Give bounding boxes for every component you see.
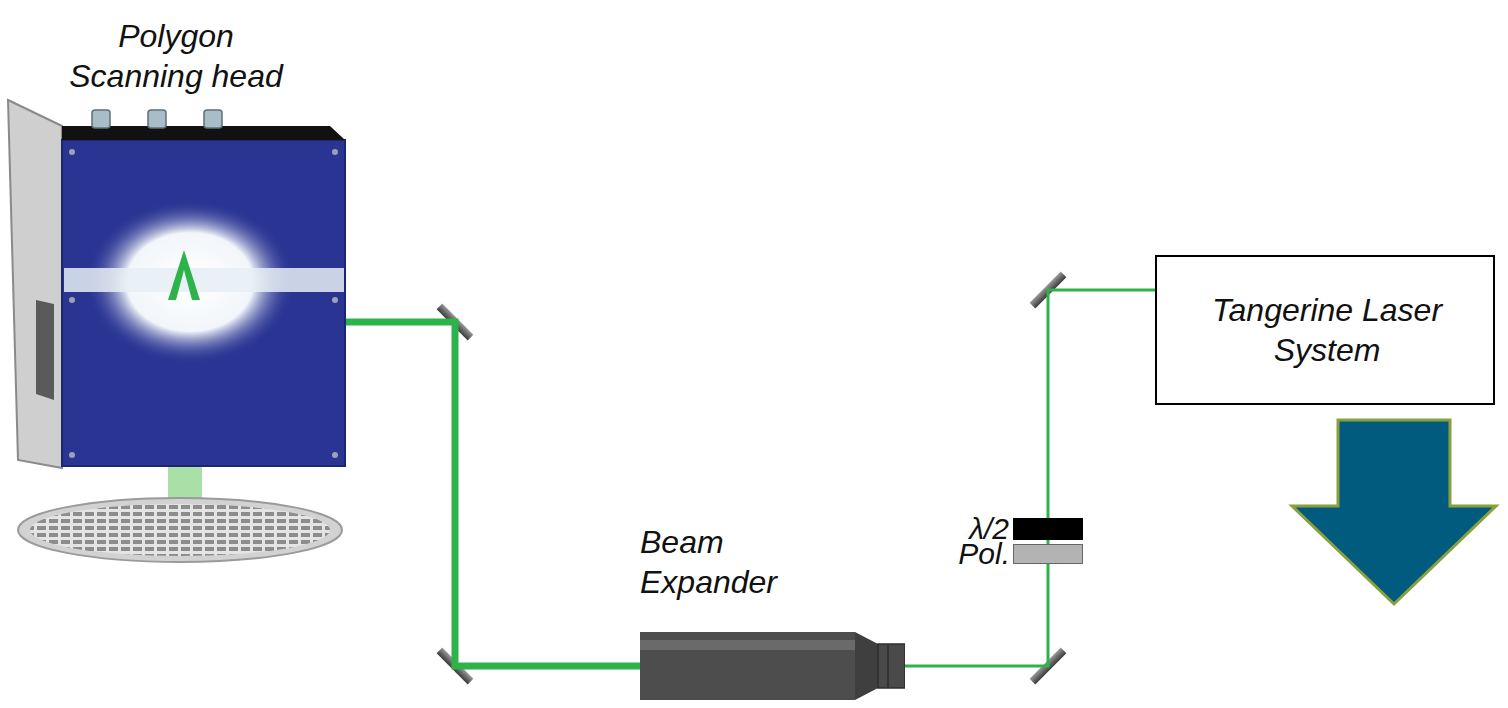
wafer xyxy=(18,498,342,562)
expander-rim xyxy=(887,644,889,688)
scanner-head: Polygon Scanning head xyxy=(6,100,346,565)
part-label: Beam Expander xyxy=(640,522,810,602)
expander-highlight xyxy=(640,640,855,650)
expander-shape xyxy=(640,632,905,700)
expander-taper xyxy=(855,632,878,700)
screws xyxy=(69,149,338,458)
part-label: Polygon Scanning head xyxy=(61,16,291,96)
half-wave-plate: λ/2 xyxy=(1013,518,1083,540)
laser-box: Tangerine Laser System xyxy=(1155,255,1495,405)
part-label: λ/2 xyxy=(969,516,1009,542)
down-arrow xyxy=(1292,420,1496,604)
part-label: Pol. xyxy=(958,541,1010,567)
beam-expander: Beam Expander xyxy=(640,632,905,700)
laser-beam xyxy=(346,322,640,666)
expander-body xyxy=(640,632,855,700)
expander-nose xyxy=(878,644,905,688)
side-panel xyxy=(8,100,62,468)
housing-front xyxy=(62,140,345,466)
side-port xyxy=(36,300,54,400)
scanner-illustration xyxy=(8,100,345,562)
laser-beam xyxy=(905,564,1048,666)
laser-beam xyxy=(1048,290,1155,518)
scan-window xyxy=(64,268,344,292)
polarizer: Pol. xyxy=(1013,544,1083,564)
wafer-dies xyxy=(30,500,330,560)
part-label: Tangerine Laser System xyxy=(1207,290,1447,370)
mirrors xyxy=(437,272,1067,685)
connectors-top xyxy=(92,110,222,128)
green-beam-inside xyxy=(168,250,200,300)
